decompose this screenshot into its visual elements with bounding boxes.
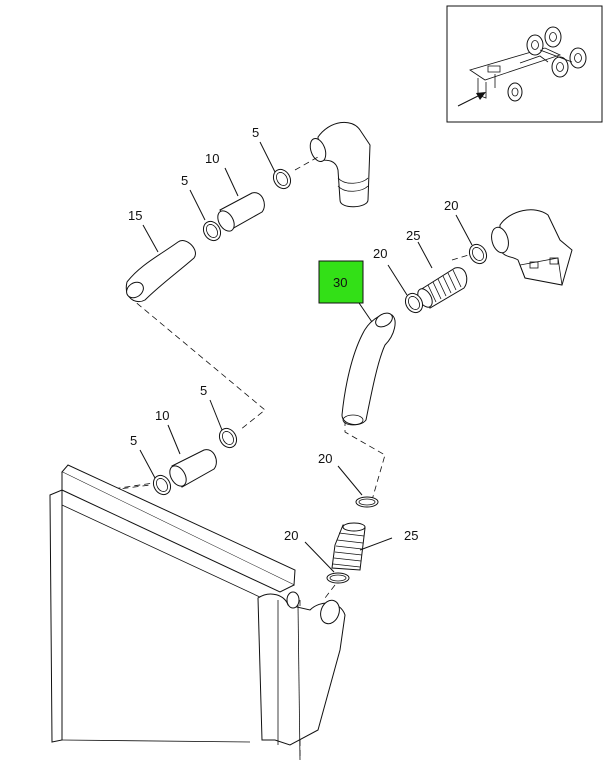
right-clamp-20-bottom xyxy=(326,572,350,584)
truck-chassis-icon xyxy=(469,26,587,102)
upper-elbow-pipe xyxy=(309,121,371,208)
lower-clamp-5a xyxy=(218,427,238,449)
highlight-box-30 xyxy=(318,260,364,304)
tube-30 xyxy=(341,312,396,426)
right-clamp-20-low xyxy=(355,496,379,508)
callout-upper-clamp-b: 5 xyxy=(181,173,188,188)
callout-labels: 5 10 5 15 5 10 5 20 25 20 30 20 20 25 xyxy=(128,125,458,543)
callout-lower-clamp-a: 5 xyxy=(200,383,207,398)
callout-right-clamp-mid: 20 xyxy=(373,246,387,261)
callout-right-bellows-top: 25 xyxy=(406,228,420,243)
upper-clamp-5a xyxy=(272,168,292,190)
callout-right-clamp-bottom: 20 xyxy=(284,528,298,543)
locator-inset xyxy=(446,5,603,123)
callout-lower-sleeve: 10 xyxy=(155,408,169,423)
right-clamp-20-top xyxy=(468,243,488,265)
upper-hose-15 xyxy=(125,240,196,303)
callout-lower-clamp-b: 5 xyxy=(130,433,137,448)
callout-upper-hose: 15 xyxy=(128,208,142,223)
callout-right-bellows-bottom: 25 xyxy=(404,528,418,543)
charge-air-cooler xyxy=(49,464,346,761)
upper-right-elbow xyxy=(491,209,573,286)
lower-sleeve-10 xyxy=(169,449,217,488)
upper-sleeve-10 xyxy=(217,192,265,232)
callout-right-clamp-low: 20 xyxy=(318,451,332,466)
leader-lines xyxy=(139,141,473,573)
right-bellows-25-bottom xyxy=(331,522,366,571)
locator-arrow-icon xyxy=(457,92,486,107)
upper-clamp-5b xyxy=(202,220,222,242)
right-bellows-25-top xyxy=(417,267,468,309)
callout-highlighted-tube: 30 xyxy=(333,275,347,290)
lower-clamp-5b xyxy=(152,474,172,496)
right-clamp-20-mid xyxy=(404,292,424,314)
callout-upper-clamp-a: 5 xyxy=(252,125,259,140)
callout-upper-sleeve: 10 xyxy=(205,151,219,166)
callout-right-clamp-top: 20 xyxy=(444,198,458,213)
